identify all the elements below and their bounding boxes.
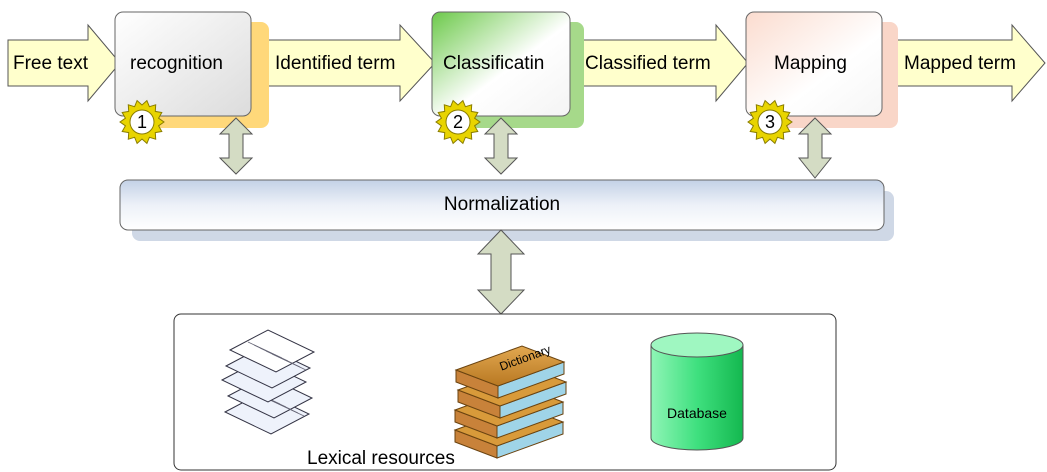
flow-label-identified-term: Identified term [275, 53, 396, 74]
step-number-1: 1 [136, 112, 148, 132]
step-title-mapping: Mapping [774, 53, 847, 74]
book-stack-icon [453, 345, 568, 459]
step-number-2: 2 [452, 112, 464, 132]
flow-arrow-free-text [7, 23, 121, 103]
lexical-resources-label: Lexical resources [307, 448, 455, 469]
step-title-recognition: recognition [130, 53, 223, 74]
step-box-classification [431, 11, 584, 128]
step-title-classification: Classificatin [443, 53, 545, 74]
flow-label-mapped-term: Mapped term [904, 53, 1016, 74]
gear-icon [747, 99, 793, 145]
double-arrow-mapping-normalization [797, 117, 833, 179]
flow-arrow-mapped-term [881, 23, 1046, 103]
step-box-mapping [745, 11, 898, 128]
normalization-bar [119, 179, 894, 241]
flow-arrow-identified-term [249, 23, 436, 103]
double-arrow-normalization-resources [476, 229, 526, 315]
normalization-label: Normalization [443, 194, 561, 215]
gear-icon [435, 99, 481, 145]
document-stack-icon [220, 329, 316, 435]
database-icon [650, 332, 744, 451]
gear-icon [119, 99, 165, 145]
flow-label-classified-term: Classified term [585, 53, 711, 74]
flow-label-free-text: Free text [13, 53, 88, 74]
step-box-recognition [114, 11, 269, 128]
step-number-3: 3 [764, 112, 776, 132]
flow-arrow-classified-term [569, 23, 749, 103]
double-arrow-classification-normalization [483, 117, 519, 175]
database-label: Database [667, 405, 727, 421]
double-arrow-recognition-normalization [218, 117, 254, 175]
